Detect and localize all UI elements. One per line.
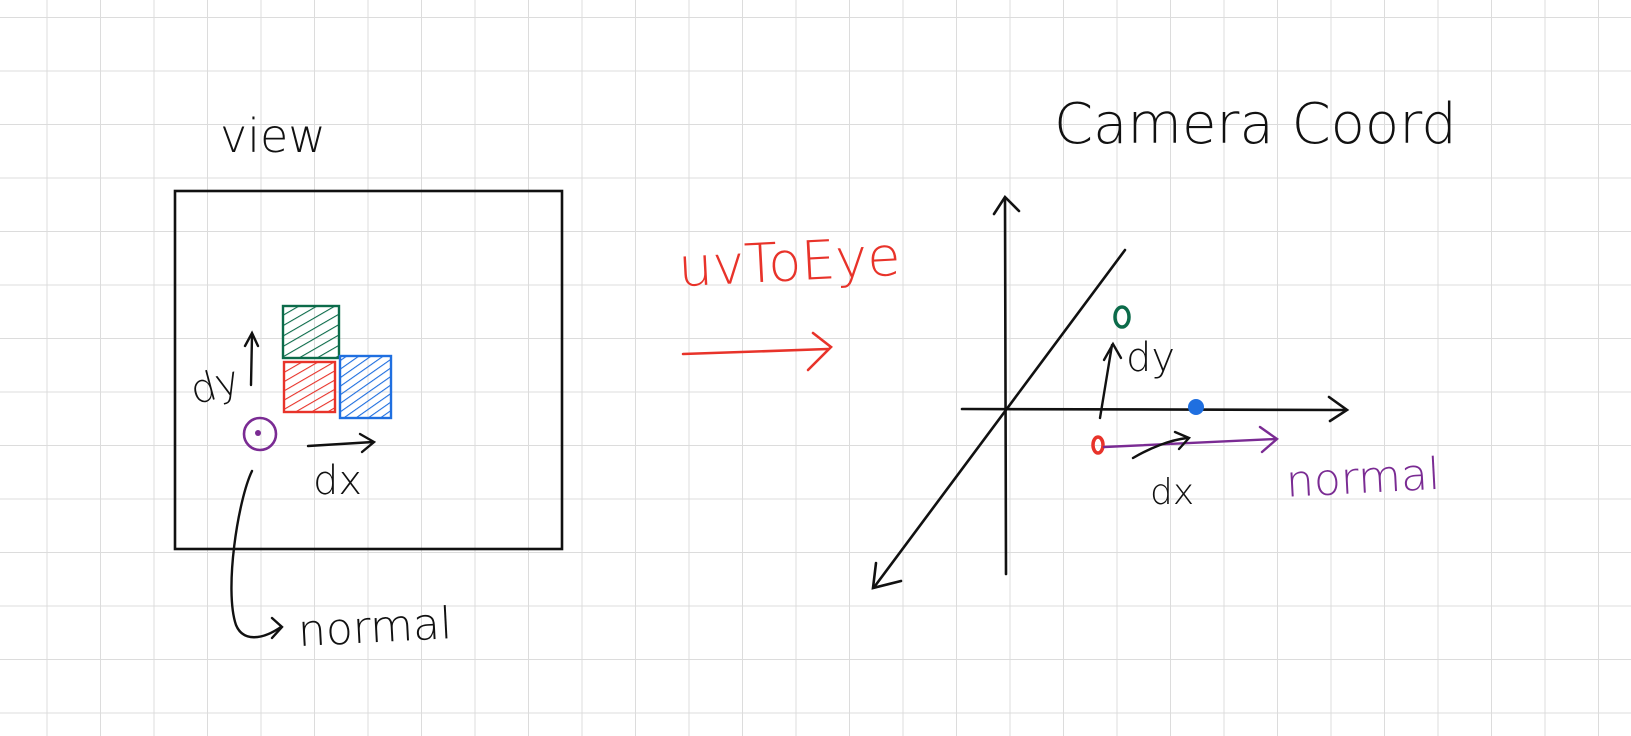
blue-pixel-swatch [338,354,393,420]
camera-dx-label: dx [1150,472,1194,513]
camera-dy-label: dy [1126,335,1175,381]
view-normal-arrow [230,469,284,640]
transform-label: uvToEye [677,225,902,300]
view-normal-label: normal [297,598,454,657]
view-title: view [220,109,326,163]
camera-normal-arrow [1102,425,1279,454]
view-frame [173,189,564,551]
view-dx-arrow [306,432,377,454]
camera-dy-arrow [1098,341,1123,420]
green-pixel-swatch [281,304,341,360]
purple-point-icon [242,416,278,452]
green-point-icon [1113,305,1131,329]
blue-point-icon [1188,399,1204,415]
view-dy-arrow [243,330,260,387]
view-dy-label: dy [185,357,244,414]
red-pixel-swatch [282,360,337,414]
view-dx-label: dx [313,458,362,504]
camera-normal-label: normal [1285,449,1442,508]
red-point-icon [1091,435,1105,455]
camera-title: Camera Coord [1054,92,1457,157]
camera-dx-arrow [1131,430,1192,460]
camera-axes [871,194,1350,590]
transform-arrow [681,331,833,372]
